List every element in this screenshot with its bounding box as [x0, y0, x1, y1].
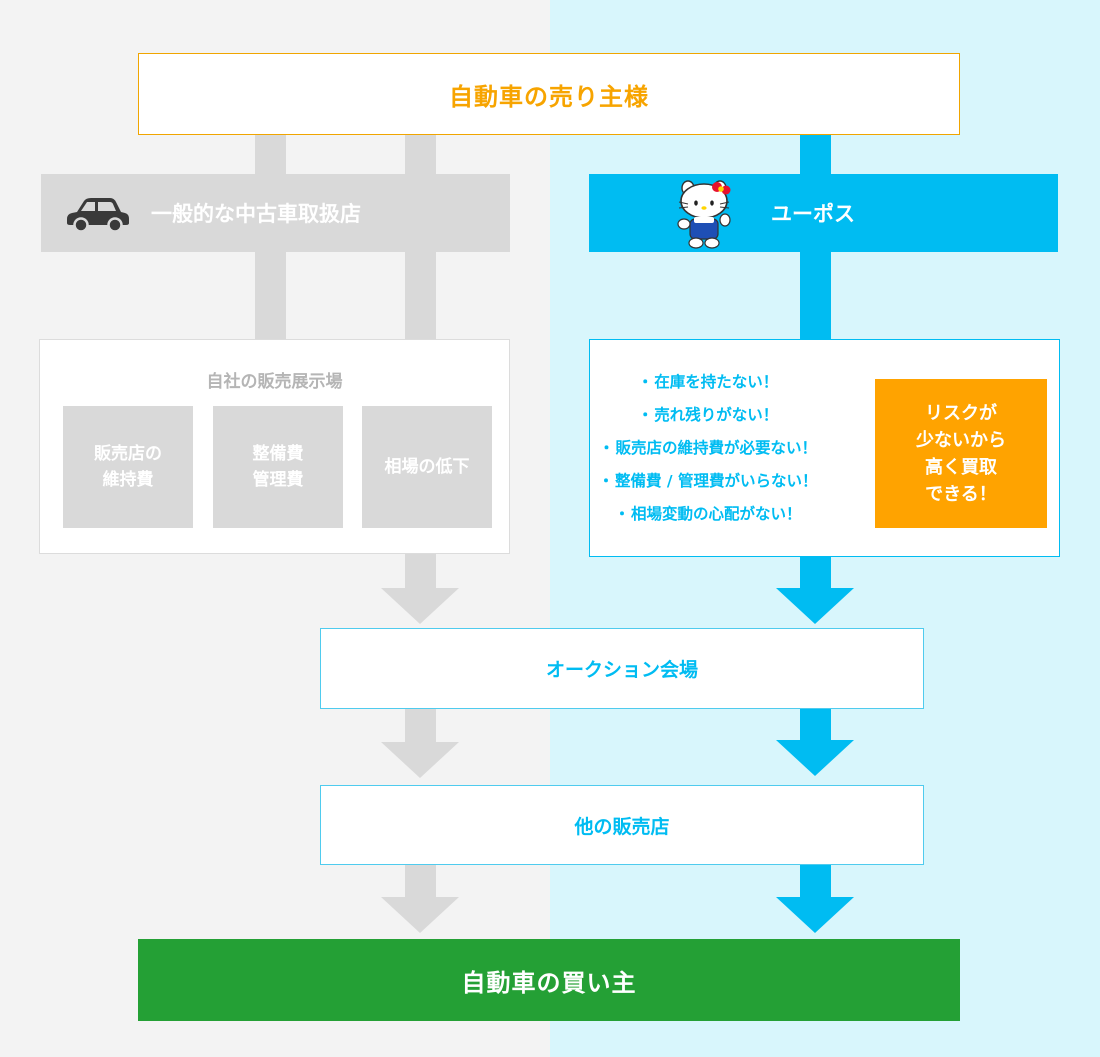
car-icon	[67, 198, 129, 233]
list-item: ・相場変動の心配がない！	[597, 504, 817, 537]
merit-text: 相場変動の心配がない！	[630, 505, 802, 523]
bullet: ・	[598, 472, 614, 490]
gray-down-arrow	[381, 588, 459, 624]
cost-line: 整備費	[252, 443, 304, 464]
cost-line: 維持費	[102, 470, 154, 490]
bullet: ・	[598, 439, 615, 457]
cost-box-maintenance: 販売店の 維持費	[63, 406, 193, 528]
merit-text: 販売店の維持費が必要ない！	[615, 439, 817, 457]
gray-connector	[255, 252, 286, 339]
seller-box: 自動車の売り主様	[138, 53, 960, 135]
cost-box-price-drop: 相場の低下	[362, 406, 492, 528]
cost-box-repair: 整備費 管理費	[213, 406, 343, 528]
cost-line: 管理費	[252, 470, 304, 490]
list-item: ・整備費 / 管理費がいらない！	[597, 471, 817, 504]
gray-connector	[405, 865, 436, 897]
general-dealer-label: 一般的な中古車取扱店	[151, 202, 361, 226]
list-item: ・売れ残りがない！	[597, 405, 817, 438]
highlight-line: 少ないから	[916, 429, 1006, 451]
bullet: ・	[614, 505, 630, 523]
list-item: ・販売店の維持費が必要ない！	[597, 438, 817, 471]
other-dealer-label: 他の販売店	[574, 815, 670, 838]
merit-text: 売れ残りがない！	[654, 406, 779, 424]
upos-merits-box: ・在庫を持たない！ ・売れ残りがない！ ・販売店の維持費が必要ない！ ・整備費 …	[589, 339, 1060, 557]
gray-connector	[255, 135, 286, 174]
blue-connector	[800, 709, 831, 740]
gray-connector	[405, 135, 436, 174]
gray-connector	[405, 554, 436, 588]
highlight-line: 高く買取	[925, 456, 997, 478]
highlight-line: リスクが	[925, 402, 997, 424]
other-dealer-box: 他の販売店	[320, 785, 924, 865]
merit-text: 在庫を持たない！	[654, 373, 779, 391]
general-dealer-box: 一般的な中古車取扱店	[41, 174, 510, 252]
cost-line: 相場の低下	[384, 456, 470, 477]
upos-box: ユーポス	[589, 174, 1058, 252]
seller-label: 自動車の売り主様	[449, 82, 649, 111]
blue-connector	[800, 865, 831, 897]
gray-connector	[405, 252, 436, 339]
merit-text: 整備費 / 管理費がいらない！	[615, 472, 818, 490]
list-item: ・在庫を持たない！	[597, 372, 817, 405]
merits-list: ・在庫を持たない！ ・売れ残りがない！ ・販売店の維持費が必要ない！ ・整備費 …	[597, 372, 817, 537]
blue-down-arrow	[776, 897, 854, 933]
gray-connector	[405, 709, 436, 742]
own-showroom-box: 自社の販売展示場 販売店の 維持費 整備費 管理費 相場の低下	[39, 339, 510, 554]
blue-connector	[800, 252, 831, 339]
highlight-line: できる！	[925, 483, 997, 505]
gray-down-arrow	[381, 742, 459, 778]
upos-label: ユーポス	[771, 202, 855, 226]
hello-kitty-mascot-icon	[677, 180, 731, 249]
buyer-box: 自動車の買い主	[138, 939, 960, 1021]
high-price-highlight: リスクが 少ないから 高く買取 できる！	[875, 379, 1047, 528]
bullet: ・	[637, 373, 653, 391]
auction-label: オークション会場	[545, 659, 698, 681]
bullet: ・	[637, 406, 653, 424]
cost-line: 販売店の	[94, 443, 162, 464]
buyer-label: 自動車の買い主	[461, 968, 637, 997]
blue-connector	[800, 557, 831, 588]
blue-connector	[800, 135, 831, 174]
blue-down-arrow	[776, 740, 854, 776]
gray-down-arrow	[381, 897, 459, 933]
showroom-title: 自社の販売展示場	[206, 372, 343, 392]
auction-box: オークション会場	[320, 628, 924, 709]
blue-down-arrow	[776, 588, 854, 624]
